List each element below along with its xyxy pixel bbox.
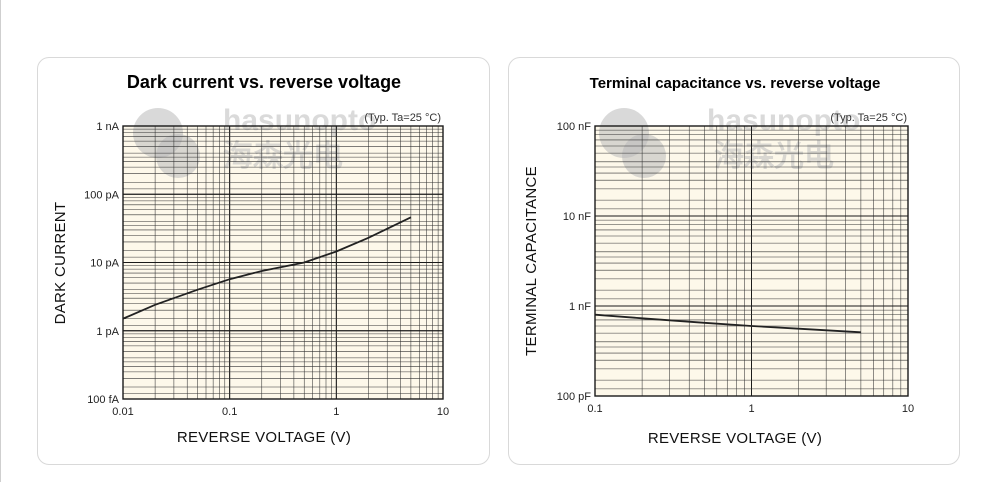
plot-frame [122, 125, 444, 400]
y-tick-label: 10 pA [90, 258, 119, 270]
series-line [122, 216, 412, 320]
dark-current-chart-panel: Dark current vs. reverse voltage hasunop… [37, 57, 490, 465]
y-tick-label: 1 pA [96, 326, 119, 338]
x-tick-labels: 0.1 1 10 [587, 403, 914, 415]
y-tick-label: 10 nF [563, 211, 591, 223]
condition-note: (Typ. Ta=25 °C) [830, 112, 907, 124]
watermark-brand: hasunopto [707, 104, 860, 137]
series [122, 216, 412, 320]
y-tick-label: 100 fA [87, 394, 119, 406]
page-edge-rule [0, 0, 1, 482]
x-tick-label: 0.1 [587, 403, 602, 415]
watermark-cn: 海森光电 [714, 140, 834, 173]
y-axis-label: DARK CURRENT [52, 202, 69, 325]
x-tick-label: 10 [902, 403, 914, 415]
x-tick-label: 0.1 [222, 406, 237, 418]
capacitance-chart-panel: Terminal capacitance vs. reverse voltage… [508, 57, 960, 465]
watermark-cn: 海森光电 [223, 140, 343, 173]
series [594, 313, 861, 334]
x-axis-label: REVERSE VOLTAGE (V) [648, 430, 822, 447]
x-tick-label: 1 [748, 403, 754, 415]
watermark: hasunopto 海森光电 [133, 104, 376, 178]
plot-frame [594, 125, 909, 397]
y-tick-labels: 1 nA 100 pA 10 pA 1 pA 100 fA [84, 121, 120, 406]
grid [594, 125, 909, 397]
chart-title: Dark current vs. reverse voltage [127, 72, 401, 92]
y-tick-label: 1 nA [96, 121, 119, 133]
x-tick-label: 10 [437, 406, 449, 418]
watermark: hasunopto 海森光电 [599, 104, 860, 178]
condition-note: (Typ. Ta=25 °C) [364, 112, 441, 124]
capacitance-chart: Terminal capacitance vs. reverse voltage… [523, 75, 914, 447]
y-axis-label: TERMINAL CAPACITANCE [523, 166, 540, 356]
watermark-brand: hasunopto [223, 104, 376, 137]
watermark-logo-icon [156, 134, 200, 178]
y-tick-label: 100 nF [557, 121, 592, 133]
x-tick-labels: 0.01 0.1 1 10 [112, 406, 449, 418]
y-tick-label: 100 pF [557, 391, 592, 403]
grid [122, 125, 444, 400]
watermark-logo-icon [622, 134, 666, 178]
chart-title: Terminal capacitance vs. reverse voltage [590, 75, 881, 92]
x-tick-label: 1 [333, 406, 339, 418]
dark-current-chart: Dark current vs. reverse voltage hasunop… [52, 72, 449, 446]
y-tick-label: 1 nF [569, 301, 591, 313]
y-tick-labels: 100 nF 10 nF 1 nF 100 pF [557, 121, 592, 403]
y-tick-label: 100 pA [84, 189, 120, 201]
x-axis-label: REVERSE VOLTAGE (V) [177, 429, 351, 446]
x-tick-label: 0.01 [112, 406, 133, 418]
series-line [594, 313, 861, 334]
